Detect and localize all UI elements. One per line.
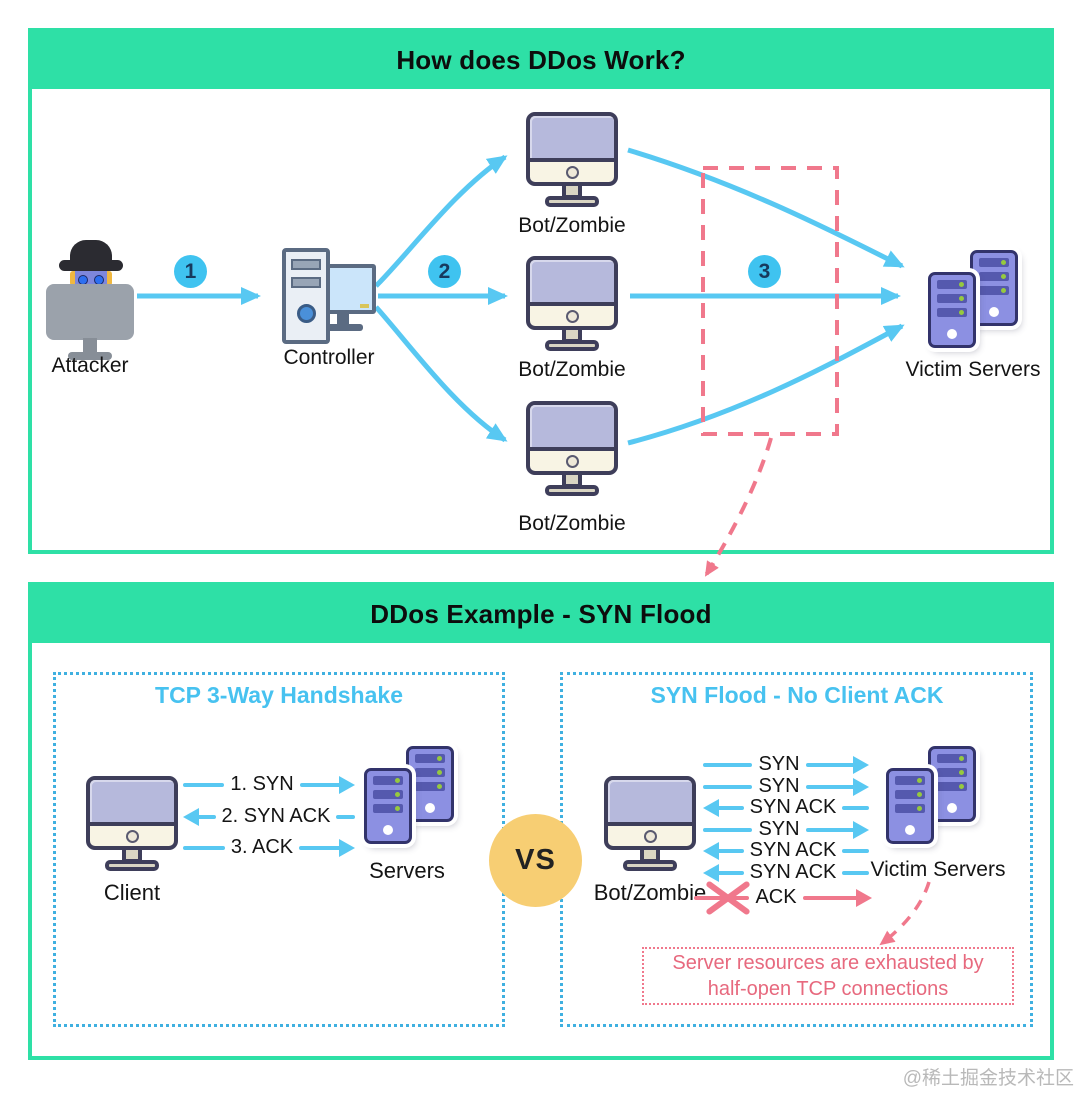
arrow-right-icon	[856, 888, 872, 907]
controller-tower-icon	[282, 248, 330, 344]
vs-badge: VS	[489, 814, 582, 907]
flood-msg-3: SYN ACK	[703, 796, 870, 819]
arrow-right-icon	[339, 775, 356, 794]
panel2-header: DDos Example - SYN Flood	[32, 586, 1050, 643]
handshake-msg-syn: 1. SYN	[183, 773, 356, 796]
flood-msg-6: SYN ACK	[703, 861, 870, 884]
client-icon	[86, 776, 178, 871]
bot-zombie-icon-1	[526, 112, 618, 207]
step-badge-2: 2	[428, 255, 461, 288]
bot-zombie-icon-flood	[604, 776, 696, 871]
watermark: @稀土掘金技术社区	[902, 1068, 1074, 1089]
client-label: Client	[103, 880, 161, 905]
flood-msg-5: SYN ACK	[703, 839, 870, 862]
blocked-x-icon	[704, 878, 752, 918]
servers-label: Servers	[369, 858, 445, 883]
panel2-title: DDos Example - SYN Flood	[370, 599, 712, 629]
synflood-box-title: SYN Flood - No Client ACK	[650, 682, 944, 708]
attacker-icon	[46, 240, 134, 360]
flood-msg-1: SYN	[703, 753, 869, 776]
bot-zombie-label-2: Bot/Zombie	[518, 358, 626, 381]
attacker-face-icon	[70, 271, 112, 286]
bot-zombie-label-1: Bot/Zombie	[518, 214, 626, 237]
arrow-right-icon	[853, 755, 869, 774]
arrow-right-icon	[339, 838, 356, 857]
flood-msg-2: SYN	[703, 775, 869, 798]
bot-zombie-flood-label: Bot/Zombie	[593, 880, 707, 905]
attacker-label: Attacker	[51, 354, 129, 377]
handshake-msg-ack: 3. ACK	[183, 836, 356, 859]
victim-servers-icon	[928, 250, 1018, 348]
victim-servers-label: Victim Servers	[905, 358, 1041, 381]
bot-zombie-label-3: Bot/Zombie	[518, 512, 626, 535]
step-badge-3: 3	[748, 255, 781, 288]
arrow-right-icon	[853, 820, 869, 839]
arrow-left-icon	[703, 841, 719, 860]
step-badge-1: 1	[174, 255, 207, 288]
arrow-left-icon	[183, 807, 199, 826]
tcp-handshake-box	[53, 672, 505, 1027]
arrow-left-icon	[703, 798, 719, 817]
controller-label: Controller	[283, 346, 375, 369]
bot-zombie-icon-2	[526, 256, 618, 351]
servers-icon	[364, 746, 454, 844]
arrow-left-icon	[703, 863, 719, 882]
victim-servers-icon-flood	[886, 746, 976, 844]
handshake-box-title: TCP 3-Way Handshake	[155, 682, 403, 708]
exhausted-note: Server resources are exhausted by half-o…	[642, 947, 1014, 1005]
panel1-header: How does DDos Work?	[32, 32, 1050, 89]
flood-msg-4: SYN	[703, 818, 869, 841]
handshake-msg-synack: 2. SYN ACK	[183, 805, 355, 828]
arrow-right-icon	[853, 777, 869, 796]
controller-icon	[282, 248, 376, 348]
attacker-monitor-icon	[46, 284, 134, 340]
panel1-title: How does DDos Work?	[396, 45, 686, 75]
victim-servers-flood-label: Victim Servers	[870, 858, 1006, 881]
bot-zombie-icon-3	[526, 401, 618, 496]
